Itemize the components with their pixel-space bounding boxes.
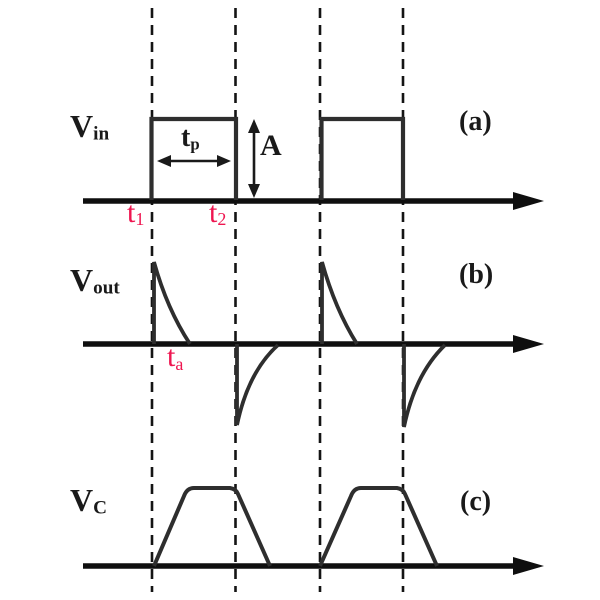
vout-negative-spike-2 — [402, 343, 447, 428]
panel-tag-a: (a) — [459, 106, 492, 137]
dashed-gridlines — [150, 8, 405, 592]
label-vout: Vout — [70, 264, 120, 298]
label-amplitude: A — [260, 129, 282, 162]
amplitude-arrow-top-head-icon — [248, 119, 260, 133]
label-tp-sub: p — [190, 134, 200, 154]
time-marker-t2: t2 — [209, 196, 227, 230]
tp-arrow-left-head-icon — [157, 155, 171, 167]
axis-a-arrowhead-icon — [513, 192, 544, 210]
vc-trapezoid-1 — [152, 486, 272, 567]
ta-main: t — [167, 340, 176, 373]
axis-c-arrowhead-icon — [513, 557, 544, 575]
vout-positive-spike-2 — [320, 261, 359, 346]
vc-trapezoid-2 — [318, 486, 439, 567]
vc-waveform — [152, 486, 439, 567]
amplitude-dimension-arrow — [248, 119, 260, 198]
panel-tag-b: (b) — [459, 259, 494, 290]
tp-dimension-arrow — [157, 155, 231, 167]
t2-main: t — [209, 196, 218, 229]
tp-arrow-right-head-icon — [217, 155, 231, 167]
label-vin-main: V — [70, 108, 94, 144]
label-tp-main: t — [181, 122, 191, 153]
t1-sub: 1 — [135, 209, 145, 230]
label-vin: Vin — [70, 110, 109, 144]
label-vc-sub: C — [93, 497, 107, 519]
vin-pulse-2 — [319, 116, 406, 200]
time-marker-t1: t1 — [127, 196, 145, 230]
label-tp: tp — [181, 124, 200, 153]
label-vc: VC — [70, 484, 107, 518]
label-vc-main: V — [70, 482, 94, 518]
t1-main: t — [127, 196, 136, 229]
axis-b-arrowhead-icon — [513, 335, 544, 353]
vout-waveform — [152, 261, 447, 428]
ta-sub: a — [175, 353, 184, 374]
amplitude-arrow-bottom-head-icon — [248, 184, 260, 198]
time-marker-ta: ta — [167, 342, 183, 373]
vout-positive-spike-1 — [152, 261, 192, 346]
label-vout-main: V — [70, 262, 94, 298]
axis-arrowheads — [513, 192, 544, 575]
time-axes — [83, 198, 517, 569]
t2-sub: 2 — [217, 209, 227, 230]
label-vout-sub: out — [93, 277, 120, 299]
vin-waveform — [149, 116, 406, 200]
vin-pulse-1 — [149, 116, 239, 200]
vout-negative-spike-1 — [235, 343, 280, 426]
label-vin-sub: in — [93, 123, 110, 145]
panel-tag-c: (c) — [460, 486, 492, 517]
